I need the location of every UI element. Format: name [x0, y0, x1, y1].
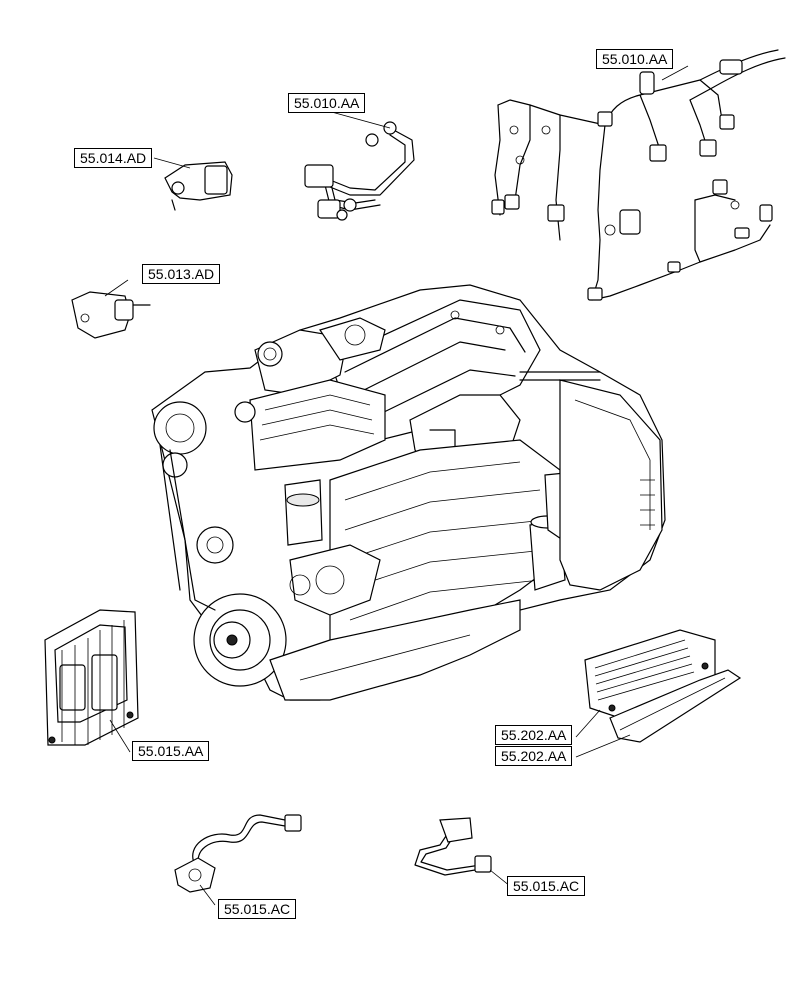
callout-ecu-cooler-upper: 55.202.AA: [495, 725, 573, 745]
callout-speed-sensor-right: 55.015.AC: [507, 876, 586, 896]
callout-sensor-014: 55.014.AD: [74, 148, 153, 168]
ecu-cooler-plate: [584, 629, 742, 743]
ecu-module-left: [44, 609, 139, 746]
callout-harness-top-right: 55.010.AA: [596, 49, 674, 69]
speed-sensor-left: [174, 814, 302, 893]
callout-ecu-left: 55.015.AA: [132, 741, 210, 761]
pressure-sensor-014: [164, 161, 233, 211]
engine-illustration: [151, 284, 666, 701]
leader-lines: [104, 65, 689, 906]
callout-harness-top-center: 55.010.AA: [288, 93, 366, 113]
wiring-harness-top-right: [491, 49, 786, 301]
callout-sensor-013: 55.013.AD: [142, 264, 221, 284]
callout-ecu-cooler-lower: 55.202.AA: [495, 746, 573, 766]
speed-sensor-right: [414, 817, 492, 876]
temperature-sensor-013: [71, 291, 151, 339]
callout-speed-sensor-left: 55.015.AC: [218, 899, 297, 919]
wiring-harness-top-center: [304, 121, 415, 221]
